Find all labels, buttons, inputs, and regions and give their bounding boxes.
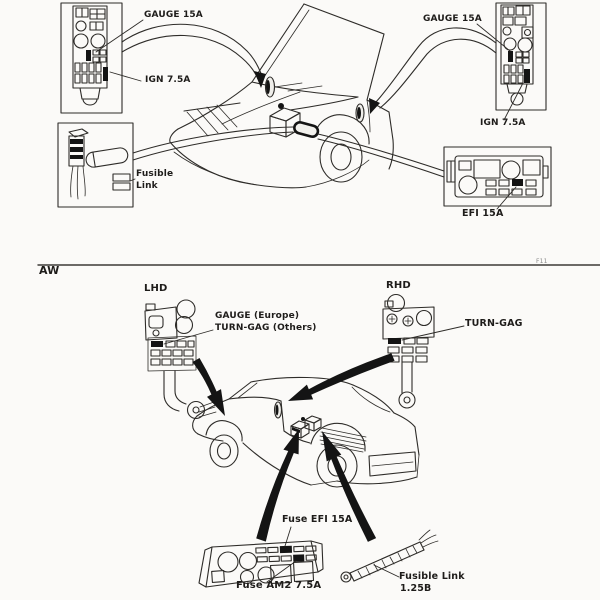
label-fusible-link-bottom-1: Fusible Link <box>399 571 465 582</box>
left-door-location-marker <box>264 76 276 98</box>
label-gauge-left: GAUGE 15A <box>144 10 203 20</box>
top-left-fusebox-inset <box>60 2 144 114</box>
label-fusible-link-2: Link <box>136 181 158 191</box>
efi-fusebox-inset <box>443 146 552 210</box>
right-door-location-marker <box>355 103 365 123</box>
ign-fuse-highlight-right <box>524 69 530 83</box>
label-fusible-link-1: Fusible <box>136 169 174 179</box>
gauge-fuse-highlight-right <box>508 51 513 62</box>
label-fuse-efi: Fuse EFI 15A <box>282 514 353 525</box>
label-gauge-right: GAUGE 15A <box>423 14 482 24</box>
label-lhd: LHD <box>144 283 168 294</box>
rhd-fuse-panel <box>382 293 465 409</box>
section-code: AW <box>39 264 60 277</box>
page-code: F11 <box>536 258 548 265</box>
efi-fuse-highlight-bottom <box>279 545 293 554</box>
label-ign-left: IGN 7.5A <box>145 75 191 85</box>
fusebox-arrow <box>256 429 299 542</box>
am2-fuse-highlight <box>293 554 305 562</box>
top-right-fusebox-inset <box>476 2 547 121</box>
label-fuse-am2: Fuse AM2 7.5A <box>236 580 322 591</box>
engine-bay-fusebox-marker <box>293 121 320 138</box>
label-ign-right: IGN 7.5A <box>480 118 526 128</box>
label-rhd: RHD <box>386 280 411 291</box>
fusible-link-part <box>340 529 439 583</box>
fusible-link-arrow <box>322 431 377 542</box>
rear-door-location-marker <box>273 401 283 419</box>
label-turn-gag: TURN-GAG <box>465 318 523 329</box>
lhd-fuse-panel <box>144 299 214 420</box>
fusible-link-inset <box>57 122 136 208</box>
ign-fuse-highlight <box>103 67 108 81</box>
label-turn-gag-others: TURN-GAG (Others) <box>215 323 317 333</box>
label-gauge-europe: GAUGE (Europe) <box>215 311 300 321</box>
engine-bay-fuse-panel <box>198 526 324 588</box>
lhd-arrow <box>192 358 225 416</box>
location-arrows <box>192 353 395 542</box>
label-efi: EFI 15A <box>462 208 504 219</box>
rhd-turn-fuse-highlight <box>388 338 401 344</box>
top-callout-arrows <box>121 23 497 178</box>
gauge-fuse-highlight <box>86 50 91 61</box>
rhd-arrow <box>288 353 395 401</box>
lhd-gauge-fuse-highlight <box>151 341 163 347</box>
label-fusible-link-bottom-2: 1.25B <box>400 583 432 594</box>
car-front-view <box>169 3 394 189</box>
efi-fuse-highlight <box>512 179 523 186</box>
